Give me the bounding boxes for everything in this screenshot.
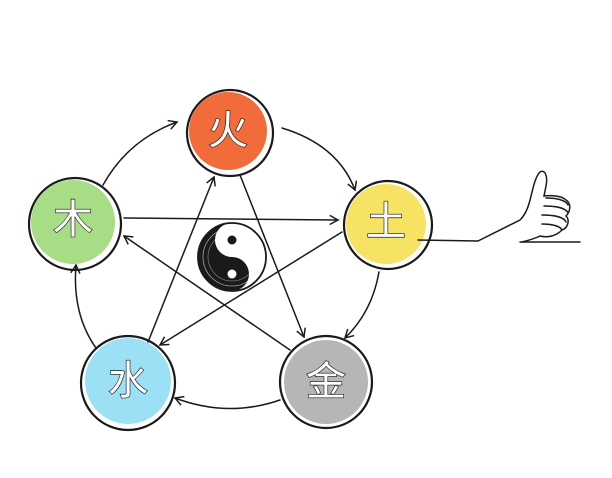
line-water-to-fire [147,175,216,343]
line-fire-to-metal [239,174,306,339]
element-earth: 土 [342,179,434,271]
arc-fire-to-earth [281,127,358,192]
controlling-star [122,174,343,351]
wood-disc [31,180,115,264]
water-glyph: 水 [108,358,148,404]
fire-disc [189,92,267,170]
wood-glyph: 木 [53,197,93,243]
line-metal-to-wood [122,235,291,351]
line-earth-to-water [158,231,343,346]
earth-disc [346,184,426,264]
metal-glyph: 金 [306,359,346,405]
metal-disc [284,340,368,424]
element-water: 水 [79,334,177,432]
line-wood-to-earth [123,214,340,226]
yin-yang-icon [197,222,267,292]
arc-water-to-wood [70,263,97,349]
element-metal: 金 [278,334,374,430]
element-wood: 木 [27,176,123,272]
thumbs-up-hand-icon [417,170,581,243]
earth-glyph: 土 [366,199,406,245]
arc-wood-to-fire [102,119,179,186]
water-disc [85,338,171,424]
generating-cycle [70,119,380,410]
fire-glyph: 火 [208,108,248,154]
arc-metal-to-water [173,395,281,410]
element-fire: 火 [185,88,275,178]
arc-earth-to-metal [343,271,380,340]
